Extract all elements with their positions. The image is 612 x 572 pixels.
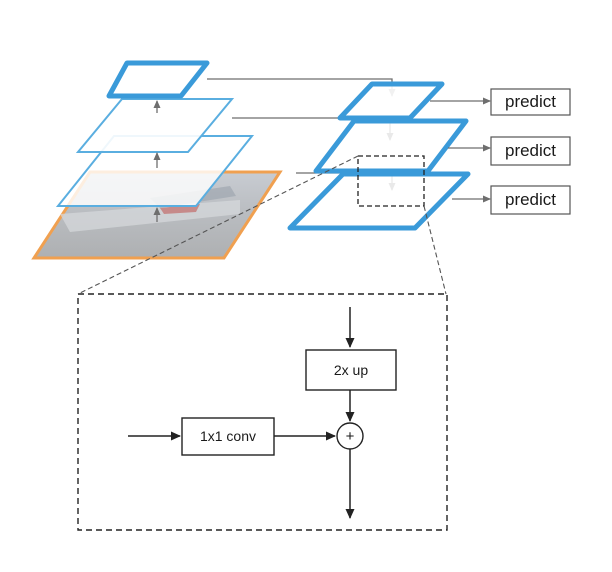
pyramid-level-top xyxy=(106,60,210,99)
predict-label-middle: predict xyxy=(505,141,556,160)
merge-detail: 2x up 1x1 conv + xyxy=(77,293,448,531)
prediction-heads: predict predict predict xyxy=(430,88,571,215)
predict-box-bottom xyxy=(490,185,571,215)
feature-map-large xyxy=(287,171,471,231)
zoom-region xyxy=(357,155,425,207)
predict-label-bottom: predict xyxy=(505,190,556,209)
predict-box-middle xyxy=(490,136,571,166)
feature-map-small xyxy=(337,81,445,121)
upsample-label: 2x up xyxy=(334,362,368,378)
top-down-pathway xyxy=(287,81,471,231)
detail-frame xyxy=(77,293,448,531)
zoom-line-right xyxy=(423,205,447,295)
pyramid-level-medium xyxy=(75,98,235,153)
add-symbol: + xyxy=(346,428,355,445)
pyramid-level-large xyxy=(55,135,255,207)
predict-box-top xyxy=(490,88,571,116)
predict-label-top: predict xyxy=(505,92,556,111)
bottom-up-pathway xyxy=(31,60,283,260)
lateral-conv-label: 1x1 conv xyxy=(200,428,256,444)
upsample-box xyxy=(305,349,397,391)
lateral-conv-box xyxy=(181,417,275,456)
feature-map-medium xyxy=(313,118,469,174)
zoom-line-left xyxy=(77,155,359,295)
